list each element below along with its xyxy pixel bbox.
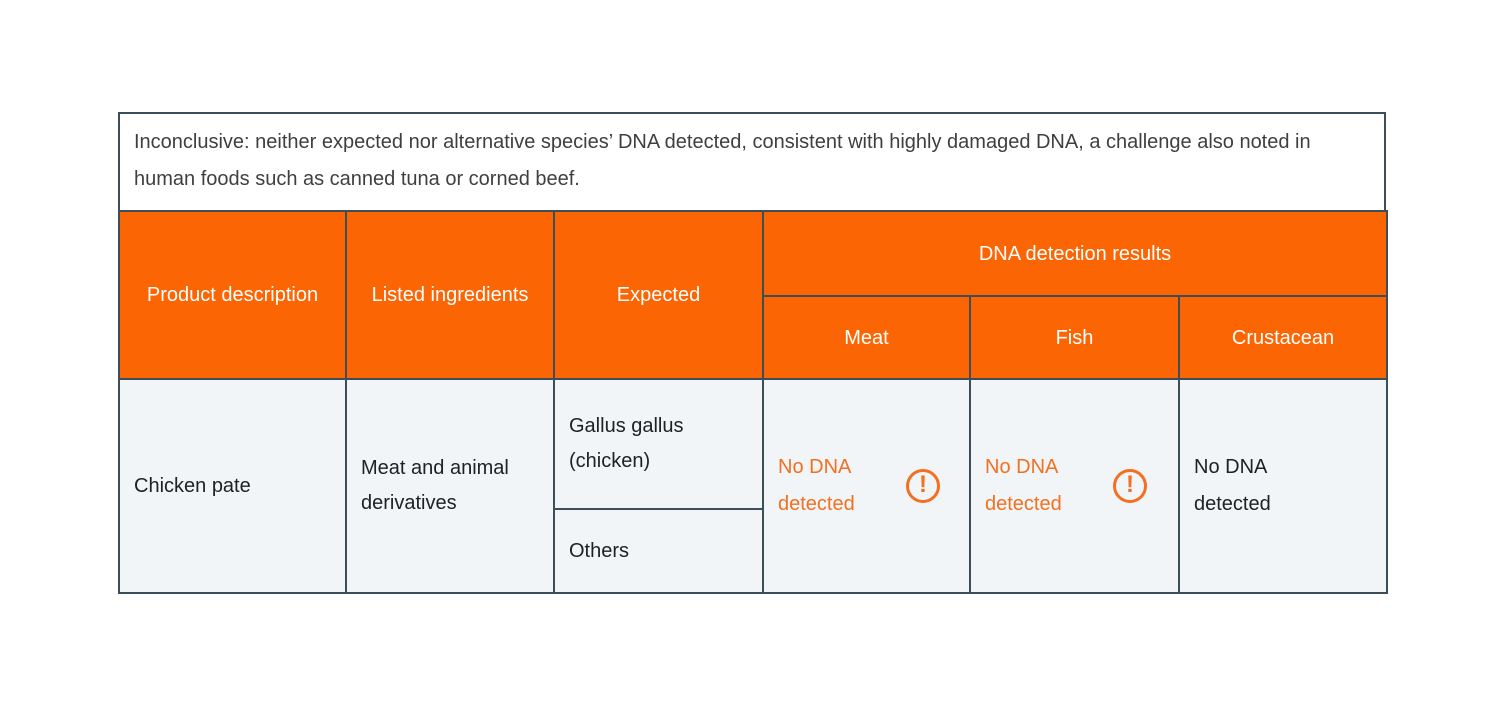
col-header-expected: Expected (553, 210, 764, 380)
col-header-fish: Fish (969, 295, 1180, 380)
cell-expected-others: Others (553, 508, 764, 594)
cell-product-description: Chicken pate (118, 378, 347, 594)
cell-crustacean-result: No DNA detected (1177, 378, 1389, 594)
cell-expected-species: Gallus gallus (chicken) (553, 378, 764, 510)
cell-listed-ingredients: Meat and animal derivatives (345, 378, 555, 594)
warning-icon: ! (906, 469, 940, 503)
inconclusive-note: Inconclusive: neither expected nor alter… (118, 112, 1386, 212)
dna-results-table: Product description Listed ingredients E… (118, 210, 1389, 594)
cell-meat-result: No DNA detected ! (762, 378, 971, 594)
col-header-product-description: Product description (118, 210, 347, 380)
cell-fish-result: No DNA detected ! (969, 378, 1180, 594)
crustacean-result-text: No DNA detected (1194, 456, 1271, 515)
col-header-crustacean: Crustacean (1177, 295, 1389, 380)
col-group-header-dna-detection-results: DNA detection results (761, 210, 1389, 297)
col-header-meat: Meat (762, 295, 971, 380)
meat-result-text: No DNA detected (778, 456, 855, 515)
dna-test-result-panel: Inconclusive: neither expected nor alter… (118, 112, 1389, 594)
table-row: Others (119, 508, 1387, 594)
table-row: Chicken pate Meat and animal derivatives… (118, 378, 1389, 594)
fish-result-text: No DNA detected (985, 456, 1062, 515)
warning-icon: ! (1113, 469, 1147, 503)
col-header-listed-ingredients: Listed ingredients (345, 210, 555, 380)
